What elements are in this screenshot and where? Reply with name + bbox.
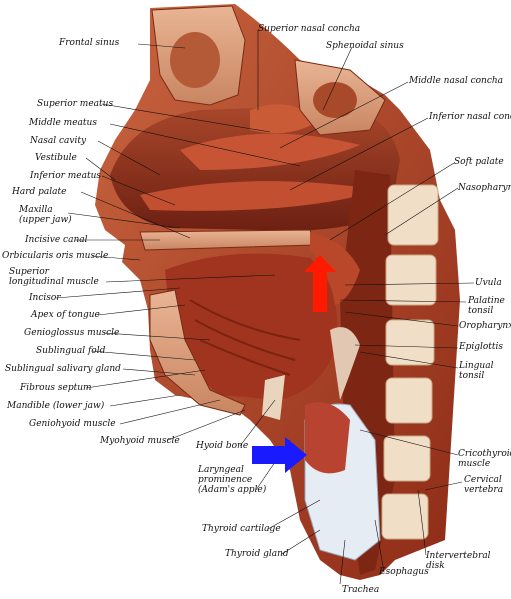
- label-vestibule: Vestibule: [35, 153, 77, 163]
- label-nasal-cavity: Nasal cavity: [30, 136, 87, 146]
- blue-right-arrow: [252, 437, 307, 473]
- label-superior-longitudinal-2: longitudinal muscle: [9, 277, 99, 287]
- label-geniohyoid: Geniohyoid muscle: [29, 419, 116, 429]
- tongue: [165, 253, 338, 400]
- label-palatine-1: Palatine: [468, 296, 505, 306]
- label-hard-palate: Hard palate: [12, 187, 67, 197]
- mandible-bone: [149, 289, 246, 416]
- label-superior-meatus: Superior meatus: [37, 99, 114, 109]
- label-inferior-nasal-concha: Inferior nasal concha: [429, 112, 511, 122]
- epiglottis: [330, 327, 360, 400]
- hyoid-bone-shape: [262, 375, 285, 420]
- cervical-vertebrae: [381, 184, 439, 540]
- label-thyroid-gland: Thyroid gland: [225, 549, 289, 559]
- label-soft-palate: Soft palate: [454, 157, 504, 167]
- label-cervical-2: vertebra: [464, 485, 504, 495]
- label-lingual-1: Lingual: [459, 361, 494, 371]
- label-trachea: Trachea: [342, 585, 380, 595]
- label-orbicularis-oris: Orbicularis oris muscle: [2, 251, 109, 261]
- label-sphenoidal-sinus: Sphenoidal sinus: [326, 41, 404, 51]
- label-esophagus: Esophagus: [379, 567, 429, 577]
- label-intervertebral-2: disk: [426, 561, 445, 571]
- label-superior-longitudinal-1: Superior: [9, 267, 49, 277]
- label-laryngeal-2: prominence: [198, 475, 253, 485]
- sphenoidal-sinus-cavity: [313, 82, 357, 118]
- label-mylohyoid: Myohyoid muscle: [100, 436, 180, 446]
- label-sublingual-gland: Sublingual salivary gland: [5, 364, 121, 374]
- label-palatine-2: tonsil: [468, 306, 494, 316]
- label-nasopharynx: Nasopharynx: [458, 183, 511, 193]
- middle-concha: [180, 133, 360, 170]
- label-inferior-meatus: Inferior meatus: [30, 171, 102, 181]
- frontal-sinus-cavity: [170, 32, 220, 88]
- label-superior-nasal-concha: Superior nasal concha: [258, 24, 361, 34]
- label-incisor: Incisor: [29, 293, 61, 303]
- red-up-arrow: [304, 255, 336, 312]
- label-sublingual-fold: Sublingual fold: [36, 346, 106, 356]
- label-cervical-1: Cervical: [464, 475, 502, 485]
- leader-lines: [55, 30, 475, 585]
- label-laryngeal-1: Laryngeal: [198, 465, 244, 475]
- label-thyroid-cartilage: Thyroid cartilage: [202, 524, 281, 534]
- label-incisive-canal: Incisive canal: [25, 235, 88, 245]
- label-genioglossus: Genioglossus muscle: [24, 328, 120, 338]
- label-cricothyroid-1: Cricothyroid: [458, 449, 511, 459]
- label-frontal-sinus: Frontal sinus: [59, 38, 120, 48]
- label-uvula: Uvula: [475, 278, 502, 288]
- label-mandible: Mandible (lower jaw): [7, 401, 105, 411]
- cricothyroid-muscle: [305, 402, 350, 474]
- label-fibrous-septum: Fibrous septum: [20, 383, 92, 393]
- label-apex-of-tongue: Apex of tongue: [31, 310, 100, 320]
- label-epiglottis: Epiglottis: [459, 342, 503, 352]
- label-lingual-2: tonsil: [459, 371, 485, 381]
- genioglossus-fibers: [189, 299, 301, 376]
- inferior-concha: [140, 181, 380, 211]
- label-middle-nasal-concha: Middle nasal concha: [409, 76, 504, 86]
- label-maxilla-sub: (upper jaw): [19, 215, 72, 225]
- label-maxilla: Maxilla: [19, 205, 53, 215]
- label-intervertebral-1: Intervertebral: [426, 551, 491, 561]
- label-middle-meatus: Middle meatus: [29, 118, 97, 128]
- label-oropharynx: Oropharynx: [459, 321, 511, 331]
- label-cricothyroid-2: muscle: [458, 459, 491, 469]
- label-hyoid-bone: Hyoid bone: [196, 441, 249, 451]
- soft-palate: [310, 232, 360, 305]
- label-laryngeal-3: (Adam's apple): [198, 485, 267, 495]
